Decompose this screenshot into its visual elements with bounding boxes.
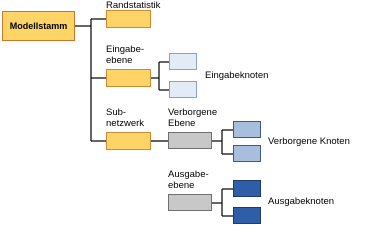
randstatistik-box <box>106 10 151 28</box>
output-node-2-box <box>233 207 261 224</box>
eingabeebene-box <box>106 69 151 87</box>
verborgene-ebene-box <box>168 132 212 149</box>
connector-lines <box>75 18 233 217</box>
hidden-node-2-box <box>233 145 261 162</box>
input-node-1-box <box>169 53 197 70</box>
root-node-box: Modellstamm <box>2 11 75 41</box>
ausgabeebene-label: Ausgabe- ebene <box>168 169 209 191</box>
ausgabeknoten-label: Ausgabeknoten <box>268 196 335 207</box>
eingabeebene-label: Eingabe- ebene <box>106 44 145 66</box>
root-node-label: Modellstamm <box>9 21 68 31</box>
ausgabeebene-box <box>168 194 212 211</box>
eingabeknoten-label: Eingabeknoten <box>205 70 269 81</box>
verborgene-ebene-label: Verborgene Ebene <box>168 107 218 129</box>
randstatistik-label: Randstatistik <box>106 0 161 11</box>
hidden-node-1-box <box>233 121 261 138</box>
subnetzwerk-box <box>106 132 151 150</box>
subnetzwerk-label: Sub- netzwerk <box>106 107 145 129</box>
verborgene-knoten-label: Verborgene Knoten <box>268 136 350 147</box>
input-node-2-box <box>169 81 197 98</box>
model-structure-diagram: Modellstamm Randstatistik Eingabe- ebene… <box>2 0 350 224</box>
output-node-1-box <box>233 180 261 197</box>
